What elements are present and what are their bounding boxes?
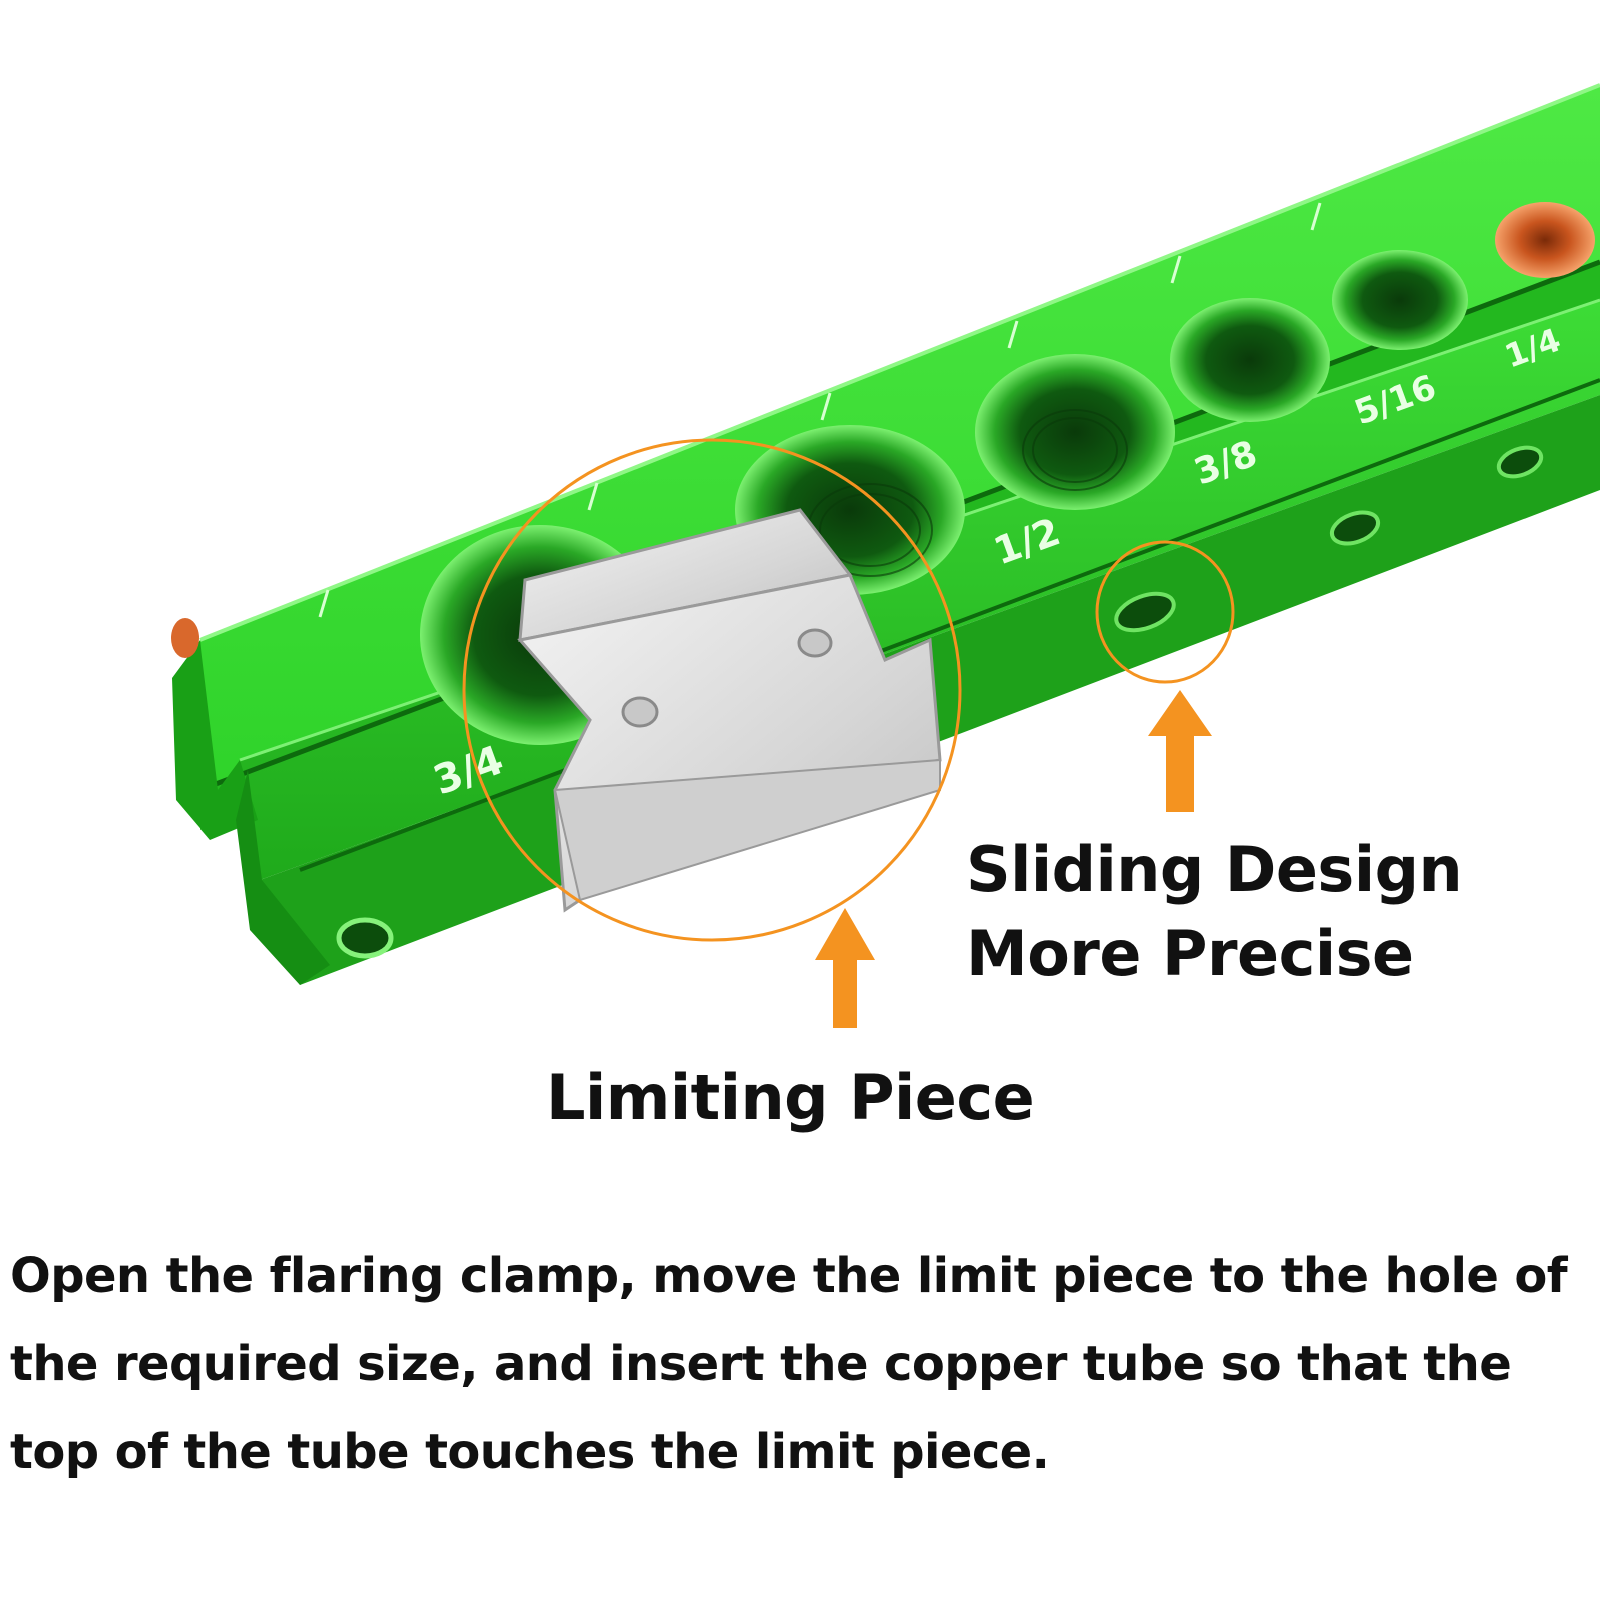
flare-hole-5-16 — [1332, 250, 1468, 350]
slide-slot-hole — [1496, 445, 1544, 479]
upper-end-cap — [172, 640, 258, 840]
sliding-design-line2: More Precise — [966, 917, 1414, 990]
tick-mark — [1310, 202, 1322, 231]
flare-hole-1-4-copper — [1495, 202, 1595, 278]
tick-mark — [820, 392, 832, 421]
sliding-design-arrow — [1148, 690, 1212, 812]
tick-mark — [1170, 255, 1182, 284]
flare-hole-1-2 — [975, 354, 1175, 510]
rivet — [621, 696, 659, 728]
tick-mark — [1007, 320, 1019, 349]
limiting-piece-highlight-circle — [462, 438, 962, 942]
limiting-piece-callout: Limiting Piece — [546, 1061, 1035, 1134]
copper-end-bolt — [171, 618, 199, 658]
sliding-hole-highlight-circle — [1095, 540, 1235, 684]
sliding-design-line1: Sliding Design — [966, 833, 1463, 906]
lower-end-cap — [236, 770, 330, 985]
tick-mark — [587, 482, 599, 511]
slide-slot-hole — [1114, 591, 1176, 633]
sliding-design-callout: Sliding Design More Precise — [966, 828, 1463, 996]
instruction-text: Open the flaring clamp, move the limit p… — [10, 1248, 1568, 1480]
limiting-piece-arrow — [815, 908, 875, 1028]
limiting-piece — [517, 508, 942, 913]
tick-mark — [318, 589, 330, 618]
mounting-hole — [336, 917, 394, 959]
flare-hole-3-8 — [1170, 298, 1330, 422]
rivet — [797, 628, 833, 658]
bar-top-highlight — [199, 83, 1600, 642]
slide-slot-hole — [1329, 510, 1381, 546]
